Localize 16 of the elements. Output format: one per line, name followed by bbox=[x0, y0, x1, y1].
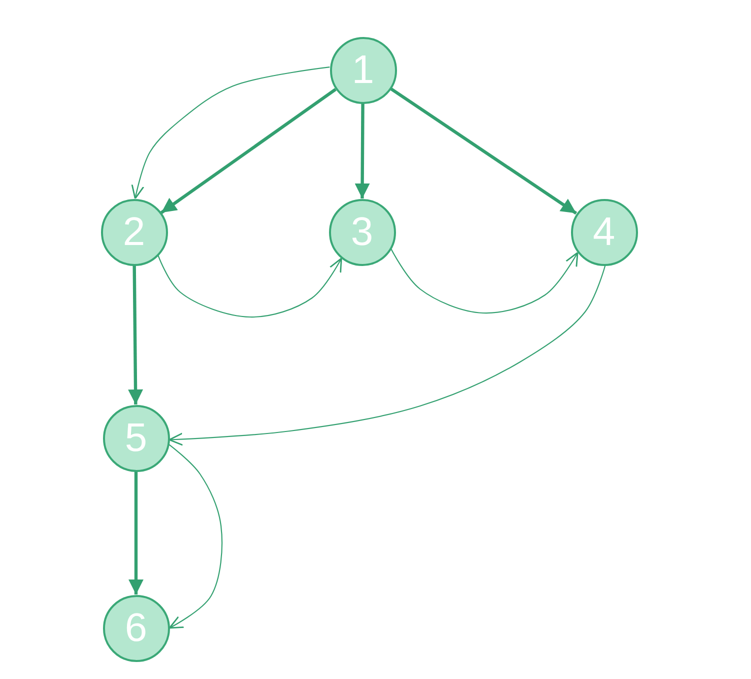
node-number: 3 bbox=[350, 212, 374, 252]
node-number: 5 bbox=[124, 418, 148, 458]
arrow bbox=[160, 88, 337, 214]
arrow bbox=[128, 265, 144, 405]
arrow bbox=[158, 255, 342, 318]
arrow bbox=[390, 248, 578, 314]
arrow bbox=[168, 265, 606, 446]
node-number: 4 bbox=[592, 212, 616, 252]
arrow bbox=[168, 444, 222, 629]
arrow bbox=[390, 87, 578, 215]
node-number: 6 bbox=[124, 608, 148, 648]
arrow bbox=[354, 103, 370, 199]
node-number: 1 bbox=[352, 50, 374, 90]
arrow bbox=[128, 472, 144, 594]
node-number: 2 bbox=[122, 212, 146, 252]
arrow bbox=[131, 66, 330, 200]
